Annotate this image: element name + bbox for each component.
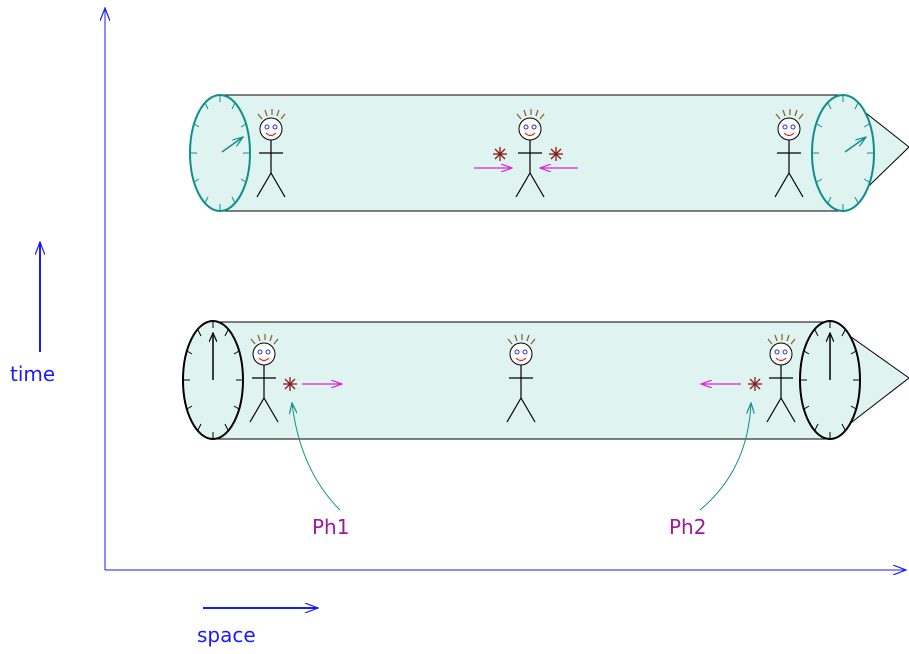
upper-tube [189, 94, 909, 212]
lower-right-flash [747, 376, 763, 392]
time-label: time [10, 362, 55, 386]
upper-left-flash [492, 146, 508, 162]
lower-left-flash [282, 376, 298, 392]
upper-left-clock [189, 94, 251, 212]
lower-left-clock [182, 320, 244, 440]
lower-right-clock [799, 320, 861, 440]
ph1-pointer [292, 403, 341, 511]
ph2-pointer [699, 403, 751, 511]
lower-tube [182, 320, 909, 440]
space-label: space [197, 623, 256, 647]
upper-right-clock [811, 94, 875, 212]
upper-right-flash [548, 146, 564, 162]
ph2-label: Ph2 [669, 515, 706, 539]
ph1-label: Ph1 [312, 515, 349, 539]
